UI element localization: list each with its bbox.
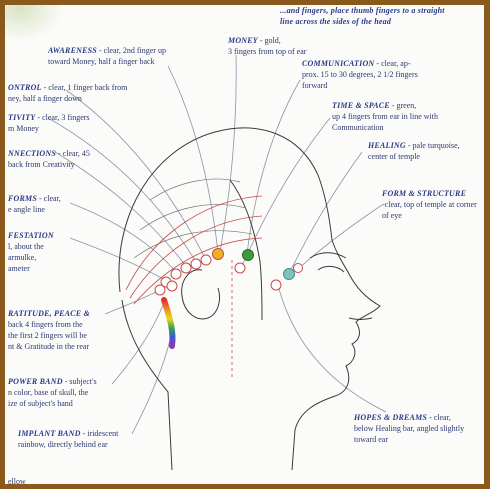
label-money: MONEY - gold,3 fingers from top of ear [228,35,306,57]
label-communication: COMMUNICATION - clear, ap-prox. 15 to 30… [302,58,418,91]
control-point [191,259,201,269]
pointer-time-space [242,118,330,266]
form-structure-point [294,264,303,273]
healing-point [284,269,295,280]
awareness-point [201,255,211,265]
label-yellow: ellow [8,476,26,487]
label-forms: FORMS - clear,e angle line [8,193,61,215]
label-healing: HEALING - pale turquoise,center of templ… [368,140,460,162]
gratitude-point [167,281,177,291]
creativity-point [181,263,191,273]
label-time-space: TIME & SPACE - green,up 4 fingers from e… [332,100,438,133]
head-note: ...and fingers, place thumb fingers to a… [280,5,445,27]
head-outline [119,128,380,470]
pointer-communication [247,80,300,254]
label-control: ONTROL - clear, 1 finger back fromney, h… [8,82,127,104]
hair-strand-3 [134,231,252,258]
hopes-dreams-point [271,280,281,290]
pointer-hopes-dreams [278,285,386,412]
label-connections: NNECTIONS - clear, 45back from Creativit… [8,148,90,170]
label-implant-band: IMPLANT BAND - iridescentrainbow, direct… [18,428,118,450]
neck-back [122,300,172,470]
pointer-healing [290,152,362,272]
label-creativity: TIVITY - clear, 3 fingersm Money [8,112,90,134]
implant-band-rainbow [164,300,173,346]
label-gratitude: RATITUDE, PEACE &back 4 fingers from the… [8,308,90,352]
face-profile [119,128,380,470]
pointer-form-structure [297,205,382,270]
communication-point [235,263,245,273]
eye [318,266,344,272]
pointer-power-band [112,300,165,384]
label-hopes-dreams: HOPES & DREAMS - clear,below Healing bar… [354,412,464,445]
label-manifestation: FESTATIONl, about thearmulke,ameter [8,230,54,274]
pointer-manifestation [70,238,165,280]
red-guides [126,196,262,380]
connections-point [171,269,181,279]
guide-arc-2 [130,216,262,298]
pointer-awareness [168,66,218,252]
label-power-band: POWER BAND - subject'sn color, base of s… [8,376,97,409]
eyebrow [310,253,346,258]
time-space-point [243,250,254,261]
label-form-structure: FORM & STRUCTURE-clear, top of temple at… [382,188,477,221]
manifestation-point [155,285,165,295]
ear [182,270,220,319]
money-point [213,249,224,260]
label-awareness: AWARENESS - clear, 2nd finger uptoward M… [48,45,166,67]
